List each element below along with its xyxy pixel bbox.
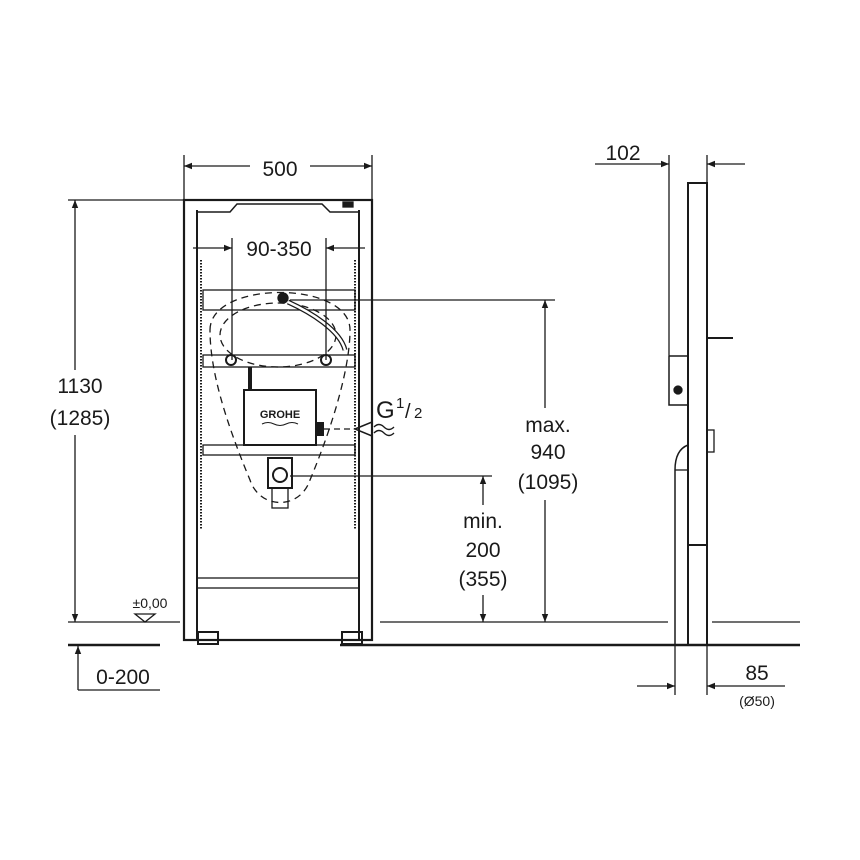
floor-adjust-label: 0-200	[96, 666, 150, 689]
dim-range-label: 90-350	[246, 238, 311, 261]
flush-valve: GROHE	[243, 292, 355, 509]
dim-depth: 102	[595, 142, 745, 168]
dim-height: 1130 (1285)	[50, 199, 184, 622]
floor-level-marker: ±0,00	[133, 595, 168, 623]
dim-height-label: 1130	[57, 375, 102, 398]
dim-max: max. 940 (1095)	[290, 299, 579, 622]
water-connection: G 1 / 2	[353, 395, 422, 438]
side-view	[668, 155, 733, 695]
dim-max-label: max.	[525, 414, 571, 437]
dim-pipe-offset: 85 (Ø50)	[637, 662, 785, 709]
dim-width: 500	[183, 155, 373, 200]
dim-floor-adjust: 0-200	[74, 646, 160, 691]
floor-lines	[68, 621, 800, 647]
dim-height-alt: (1285)	[50, 407, 111, 430]
dim-min-value: 200	[465, 539, 500, 562]
dim-depth-label: 102	[605, 142, 640, 165]
dim-min-alt: (355)	[458, 568, 507, 591]
dim-min: min. 200 (355)	[290, 475, 508, 622]
grohe-logo: GROHE	[260, 409, 300, 421]
connection-letter: G	[376, 397, 395, 424]
dim-max-alt: (1095)	[518, 471, 579, 494]
connection-numerator: 1	[396, 395, 404, 412]
dim-min-label: min.	[463, 510, 503, 533]
dim-max-value: 940	[530, 441, 565, 464]
floor-level-label: ±0,00	[133, 595, 168, 611]
dim-pipe-diameter: (Ø50)	[739, 693, 775, 709]
dim-range: 90-350	[193, 238, 365, 360]
dim-width-label: 500	[262, 158, 297, 181]
dim-pipe-offset-label: 85	[745, 662, 768, 685]
svg-text:/: /	[405, 401, 411, 423]
control-box	[243, 389, 317, 446]
connection-denominator: 2	[414, 405, 422, 422]
